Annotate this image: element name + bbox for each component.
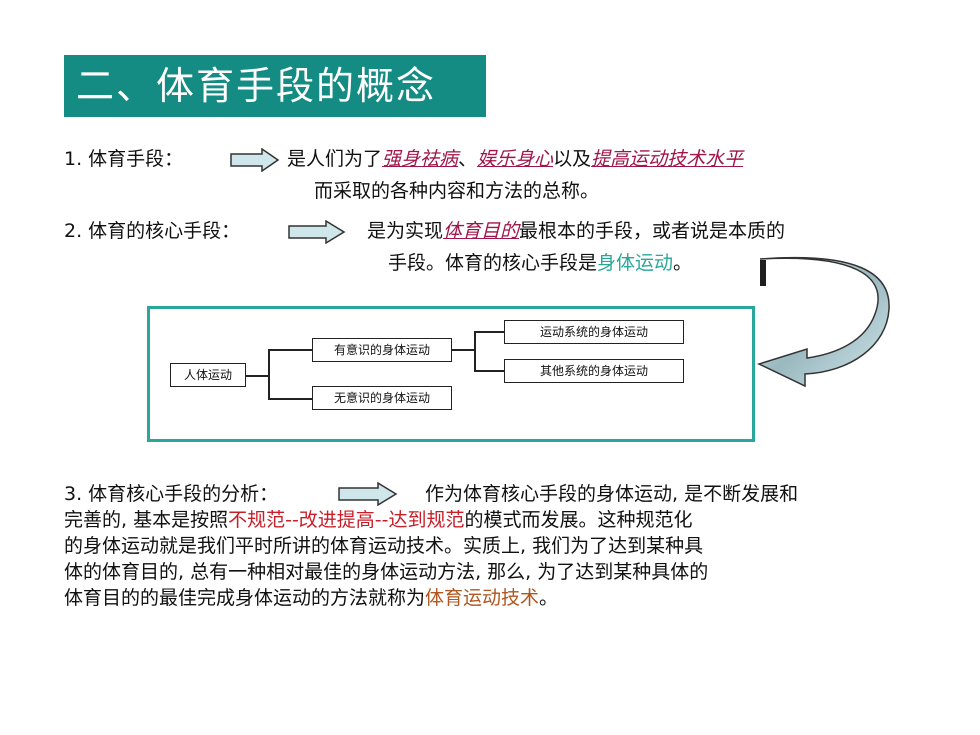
diagram-node-conscious: 有意识的身体运动 — [312, 338, 452, 362]
item1-text-line2: 而采取的各种内容和方法的总称。 — [314, 180, 600, 202]
item3-line4: 体的体育目的, 总有一种相对最佳的身体运动方法, 那么, 为了达到某种具体的 — [64, 561, 709, 583]
item2-text: 是为实现体育目的最根本的手段，或者说是本质的 — [367, 220, 786, 242]
diagram-node-other-system: 其他系统的身体运动 — [504, 359, 684, 383]
diagram-node-unconscious: 无意识的身体运动 — [312, 386, 452, 410]
item3-line5: 体育目的的最佳完成身体运动的方法就称为体育运动技术。 — [64, 587, 559, 609]
item3-line1: 作为体育核心手段的身体运动, 是不断发展和 — [425, 483, 799, 505]
right-arrow-icon — [288, 220, 346, 244]
item2-label: 2. 体育的核心手段： — [64, 220, 241, 242]
item3-line3: 的身体运动就是我们平时所讲的体育运动技术。实质上, 我们为了达到某种具 — [64, 535, 704, 557]
slide-title: 二、体育手段的概念 — [64, 55, 486, 117]
item1-label: 1. 体育手段： — [64, 148, 184, 170]
diagram-node-motor-system: 运动系统的身体运动 — [504, 320, 684, 344]
item2-text-line2: 手段。体育的核心手段是身体运动。 — [388, 252, 693, 274]
item3-line2: 完善的, 基本是按照不规范--改进提高--达到规范的模式而发展。这种规范化 — [64, 509, 693, 531]
item1-text: 是人们为了强身祛病、娱乐身心以及提高运动技术水平 — [287, 148, 744, 170]
diagram-root-node: 人体运动 — [170, 363, 246, 387]
body-movement-diagram: 人体运动 有意识的身体运动 无意识的身体运动 运动系统的身体运动 其他系统的身体… — [147, 306, 755, 442]
item3-label: 3. 体育核心手段的分析： — [64, 483, 279, 505]
right-arrow-icon — [338, 482, 398, 506]
right-arrow-icon — [230, 148, 280, 172]
curved-arrow-icon — [756, 256, 890, 388]
